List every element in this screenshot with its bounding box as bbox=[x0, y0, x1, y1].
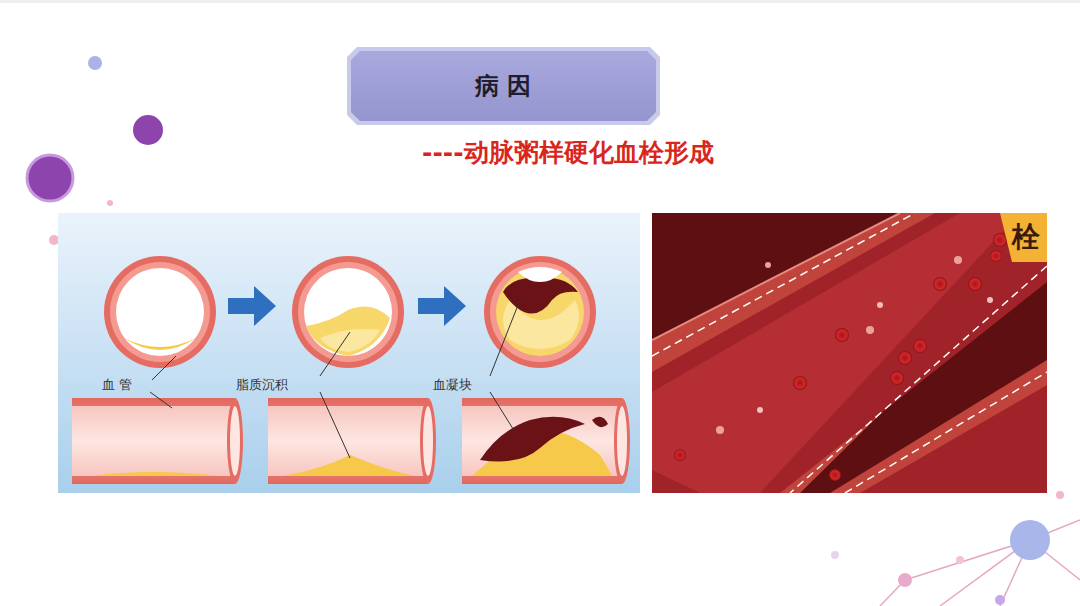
part-label: 血凝块 bbox=[433, 376, 472, 394]
atherosclerosis-stages bbox=[58, 213, 640, 493]
artery-branch bbox=[652, 213, 1047, 493]
tag-text: 栓 bbox=[1012, 218, 1040, 256]
title-banner bbox=[347, 47, 660, 125]
subtitle: ----动脉粥样硬化血栓形成 bbox=[422, 136, 714, 169]
part-label: 脂质沉积 bbox=[236, 376, 288, 394]
part-label: 血 管 bbox=[102, 376, 132, 394]
decor-dots bbox=[27, 56, 1064, 559]
decor-network bbox=[880, 520, 1080, 606]
top-rule bbox=[0, 0, 1080, 3]
title-text: 病 因 bbox=[475, 70, 531, 102]
